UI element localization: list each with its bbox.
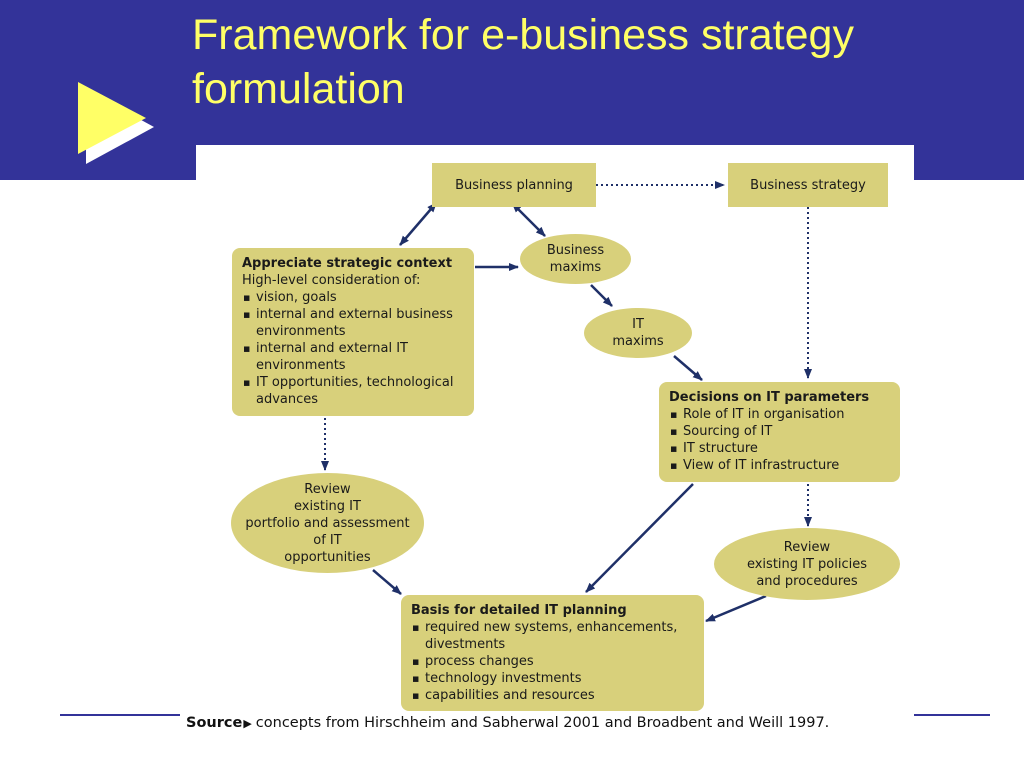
arrow-planning-context xyxy=(399,202,437,246)
list-item: vision, goals xyxy=(242,289,466,306)
arrow-review-portfolio-to-basis xyxy=(372,569,402,595)
list-item: internal and external IT environments xyxy=(242,340,466,374)
source-label: Source xyxy=(186,715,243,731)
arrow-review-policies-to-basis xyxy=(705,594,767,623)
basis-heading: Basis for detailed IT planning xyxy=(411,603,627,618)
decisions-heading: Decisions on IT parameters xyxy=(669,390,870,405)
node-basis-for-detailed-it-planning: Basis for detailed IT planning required … xyxy=(401,595,704,711)
list-item: IT structure xyxy=(669,440,892,457)
context-lead: High-level consideration of: xyxy=(242,273,421,288)
node-business-strategy: Business strategy xyxy=(728,163,888,207)
arrow-planning-business-maxims xyxy=(511,202,546,237)
arrow-it-maxims-to-decisions xyxy=(673,355,703,381)
footer-rule-left xyxy=(60,714,180,716)
list-item: internal and external business environme… xyxy=(242,306,466,340)
slide-title: Framework for e-business strategy formul… xyxy=(192,11,854,113)
node-business-planning: Business planning xyxy=(432,163,596,207)
play-icon xyxy=(78,82,154,164)
list-item: capabilities and resources xyxy=(411,687,696,704)
node-decisions-on-it-parameters: Decisions on IT parameters Role of IT in… xyxy=(659,382,900,482)
list-item: Role of IT in organisation xyxy=(669,406,892,423)
list-item: technology investments xyxy=(411,670,696,687)
arrow-business-maxims-to-it-maxims xyxy=(590,284,613,307)
list-item: process changes xyxy=(411,653,696,670)
list-item: Sourcing of IT xyxy=(669,423,892,440)
node-review-existing-it-portfolio: Review existing IT portfolio and assessm… xyxy=(231,473,424,573)
decisions-list: Role of IT in organisation Sourcing of I… xyxy=(669,406,892,474)
list-item: required new systems, enhancements, dive… xyxy=(411,619,696,653)
node-review-existing-it-policies: Review existing IT policies and procedur… xyxy=(714,528,900,600)
source-arrow-icon: ▶ xyxy=(243,717,252,730)
node-appreciate-strategic-context: Appreciate strategic context High-level … xyxy=(232,248,474,416)
source-text: concepts from Hirschheim and Sabherwal 2… xyxy=(255,715,830,731)
source-citation: Source▶concepts from Hirschheim and Sabh… xyxy=(186,715,829,731)
list-item: IT opportunities, technological advances xyxy=(242,374,466,408)
node-business-maxims: Business maxims xyxy=(520,234,631,284)
arrow-decisions-to-basis xyxy=(585,483,694,593)
basis-list: required new systems, enhancements, dive… xyxy=(411,619,696,704)
context-heading: Appreciate strategic context xyxy=(242,256,453,271)
node-it-maxims: IT maxims xyxy=(584,308,692,358)
list-item: View of IT infrastructure xyxy=(669,457,892,474)
context-list: vision, goals internal and external busi… xyxy=(242,289,466,408)
footer-rule-right xyxy=(914,714,990,716)
